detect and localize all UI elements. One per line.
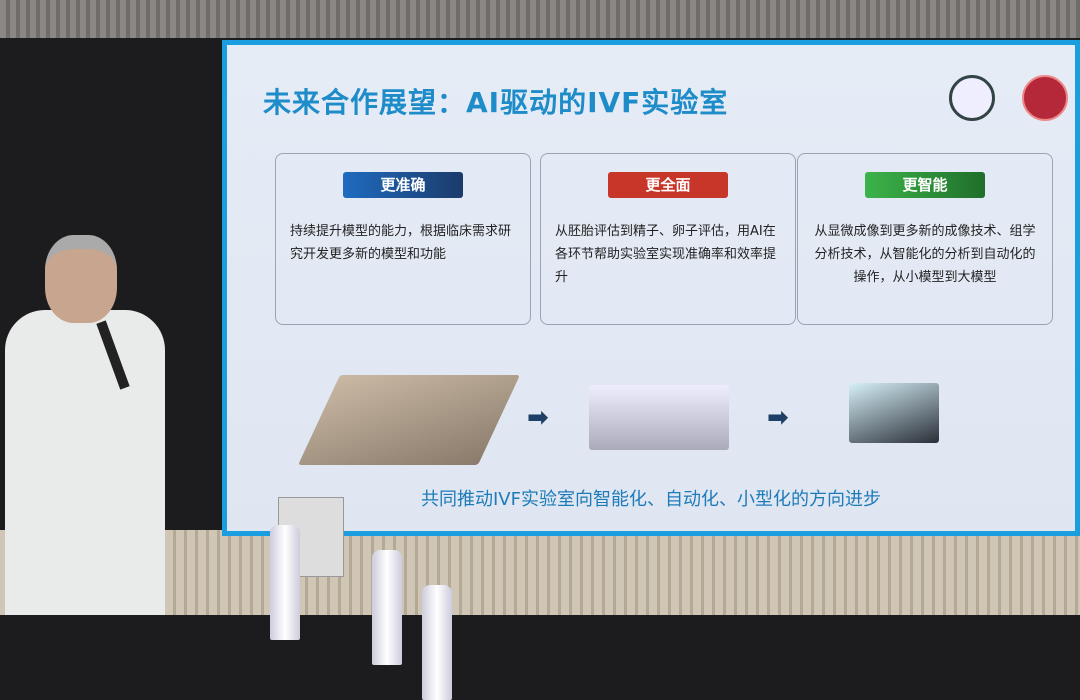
- slide-title: 未来合作展望：AI驱动的IVF实验室: [263, 86, 729, 119]
- lab-equipment-image: [589, 385, 729, 450]
- institution-seal-logo: [1022, 75, 1068, 121]
- card-text: 从显微成像到更多新的成像技术、组学分析技术，从智能化的分析到自动化的操作，从小模…: [814, 224, 1036, 285]
- speaker-head: [45, 235, 117, 323]
- device-image: [849, 383, 939, 443]
- arrow-right-icon: ➡: [527, 403, 549, 433]
- slide: 未来合作展望：AI驱动的IVF实验室 更准确 持续提升模型的能力，根据临床需求研…: [227, 45, 1075, 531]
- ceiling: [0, 0, 1080, 38]
- badge-comprehensive: 更全面: [608, 172, 728, 198]
- hospital-logo: [949, 75, 995, 121]
- slide-footer: 共同推动IVF实验室向智能化、自动化、小型化的方向进步: [421, 489, 881, 510]
- card-comprehensive: 更全面 从胚胎评估到精子、卵子评估，用AI在各环节帮助实验室实现准确率和效率提升: [540, 153, 796, 325]
- projection-screen: 未来合作展望：AI驱动的IVF实验室 更准确 持续提升模型的能力，根据临床需求研…: [222, 40, 1080, 536]
- arrow-right-icon: ➡: [767, 403, 789, 433]
- card-accurate: 更准确 持续提升模型的能力，根据临床需求研究开发更多新的模型和功能: [275, 153, 531, 325]
- water-bottle: [372, 550, 402, 665]
- badge-smart: 更智能: [865, 172, 985, 198]
- water-bottle: [422, 585, 452, 700]
- wood-wall: [0, 530, 1080, 615]
- water-bottle: [270, 525, 300, 640]
- card-text: 从胚胎评估到精子、卵子评估，用AI在各环节帮助实验室实现准确率和效率提升: [555, 224, 777, 285]
- speaker: [0, 230, 190, 615]
- card-text: 持续提升模型的能力，根据临床需求研究开发更多新的模型和功能: [290, 224, 512, 262]
- badge-accurate: 更准确: [343, 172, 463, 198]
- lab-floorplan-image: [298, 375, 520, 465]
- card-smart: 更智能 从显微成像到更多新的成像技术、组学分析技术，从智能化的分析到自动化的操作…: [797, 153, 1053, 325]
- white-coat: [5, 310, 165, 615]
